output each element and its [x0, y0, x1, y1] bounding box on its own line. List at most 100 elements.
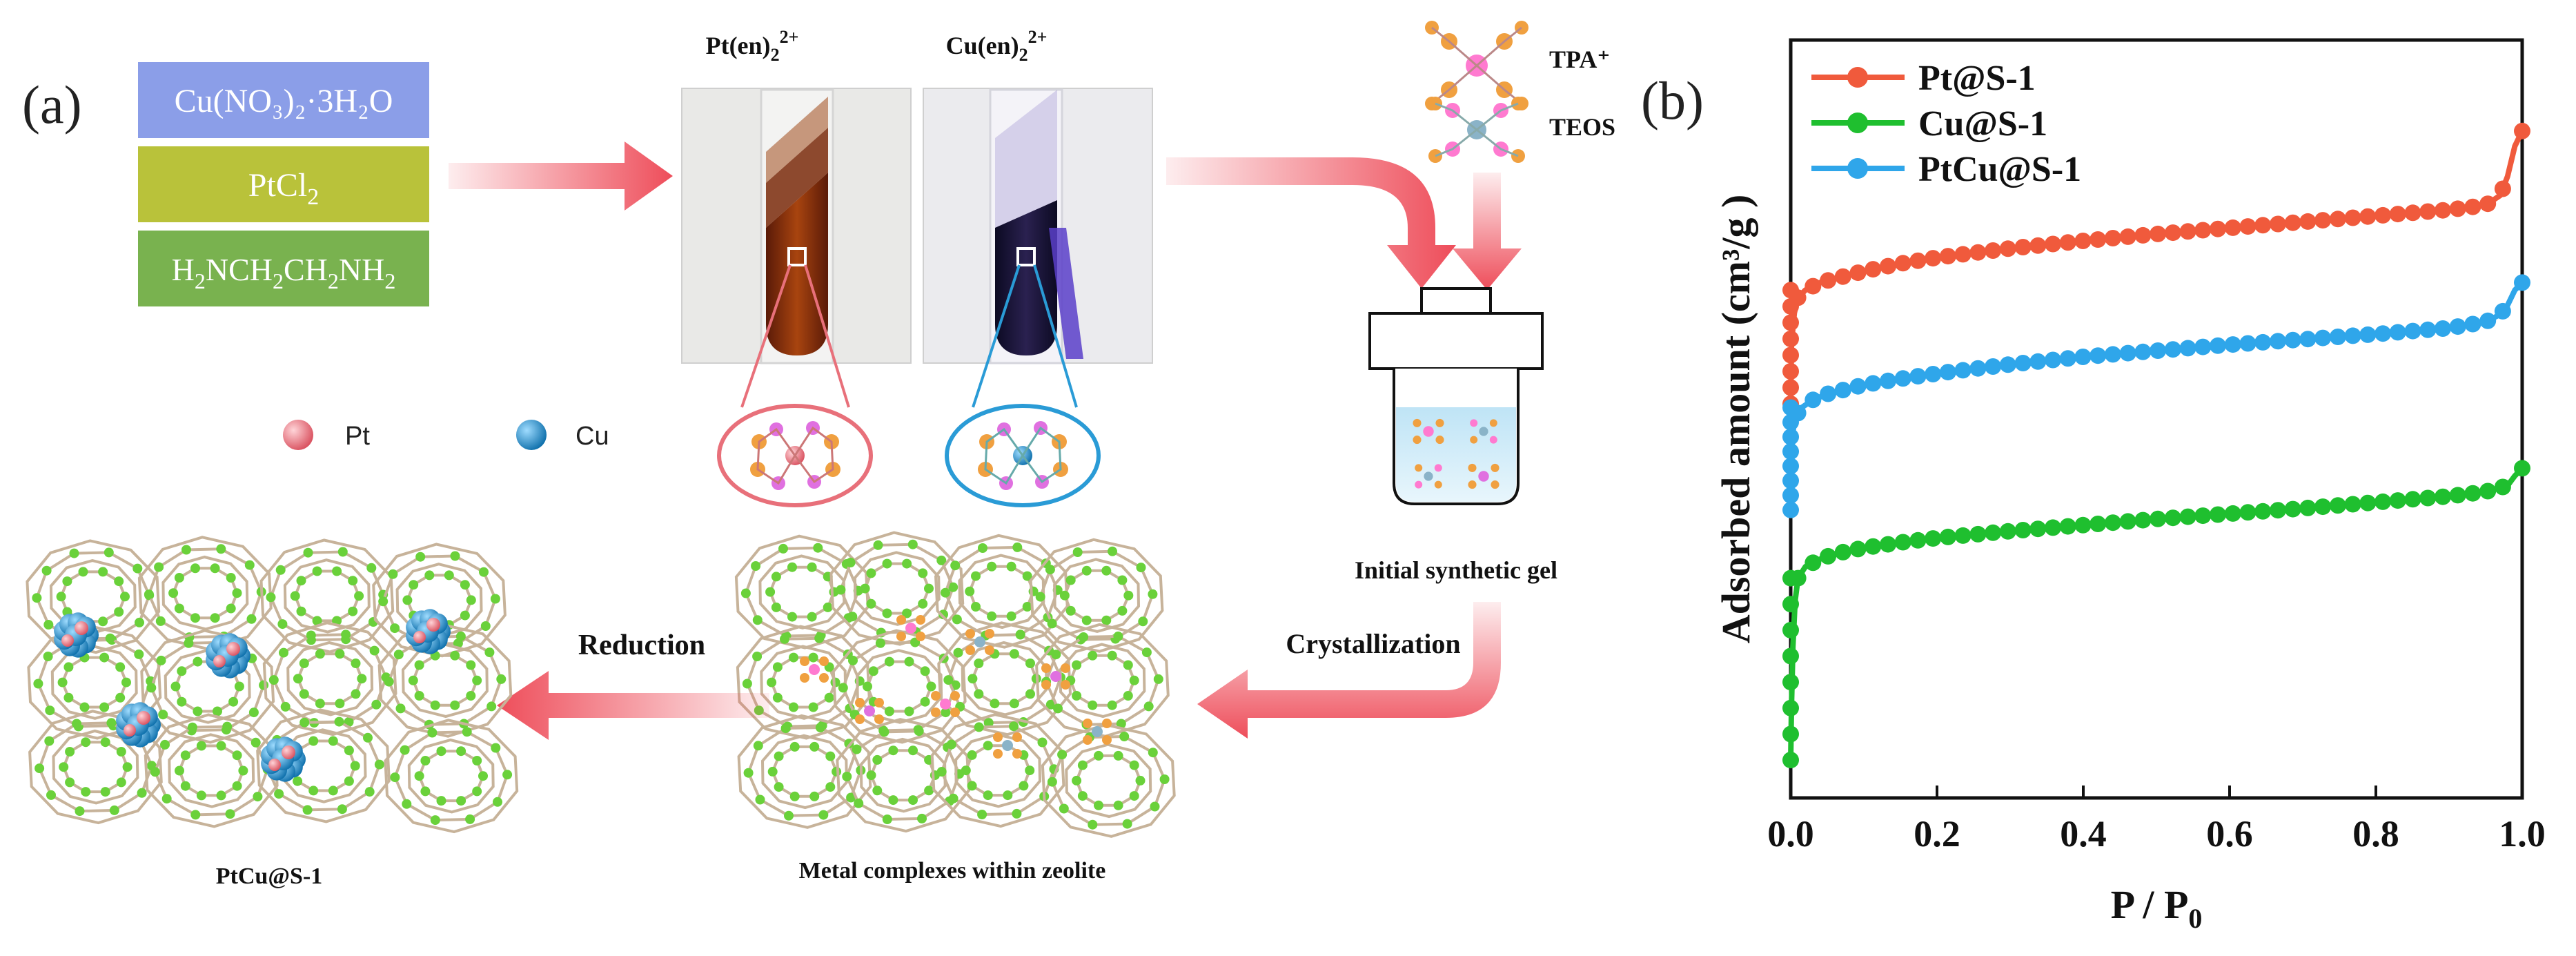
framework-node: [75, 806, 85, 817]
framework-node: [190, 810, 201, 820]
framework-node: [268, 675, 279, 685]
framework-ring: [1053, 558, 1141, 633]
framework-node: [155, 616, 166, 626]
framework-node: [778, 543, 788, 554]
data-point: [1999, 356, 2016, 373]
framework-node: [926, 681, 936, 692]
framework-node: [978, 543, 987, 553]
data-point: [2359, 494, 2377, 511]
framework-node: [465, 814, 475, 824]
framework-node: [1045, 565, 1055, 575]
framework-node: [904, 656, 914, 667]
data-point: [1849, 378, 1867, 395]
framework-node: [1022, 602, 1032, 612]
framework-node: [388, 569, 398, 579]
framework-node: [808, 652, 818, 663]
data-point: [2210, 506, 2226, 523]
framework-node: [190, 563, 200, 574]
framework-node: [1009, 721, 1019, 732]
pt-cluster-atom: [75, 621, 88, 635]
framework-node: [1072, 547, 1083, 557]
framework-node: [72, 719, 82, 729]
framework-node: [789, 791, 800, 801]
framework-node: [137, 788, 147, 798]
framework-node: [134, 649, 144, 659]
pt-en-molecule-icon: [750, 421, 840, 490]
data-point: [1805, 554, 1822, 572]
framework-node: [315, 649, 325, 659]
framework-node: [293, 776, 303, 786]
framework-node: [378, 596, 389, 607]
complex-ligand-atom: [874, 698, 884, 708]
framework-node: [116, 747, 126, 757]
reagent-box-ptcl2: [138, 146, 429, 222]
framework-node: [789, 652, 798, 663]
framework-node: [275, 565, 286, 575]
framework-node: [35, 763, 45, 774]
framework-node: [1135, 775, 1146, 786]
framework-node: [180, 781, 190, 791]
framework-node: [838, 683, 848, 693]
complex-ligand-atom: [1061, 663, 1070, 673]
framework-node: [1148, 748, 1158, 758]
framework-ring: [1050, 734, 1166, 826]
framework-node: [1107, 650, 1117, 661]
data-point: [2090, 347, 2107, 364]
framework-node: [752, 615, 763, 625]
data-point: [1834, 543, 1851, 560]
framework-node: [493, 797, 502, 807]
framework-node: [248, 708, 259, 718]
framework-node: [335, 649, 345, 659]
data-point: [1894, 534, 1911, 551]
cu-atom-legend-icon: [516, 420, 547, 450]
framework-node: [121, 677, 131, 687]
framework-node: [950, 560, 961, 571]
framework-ring: [153, 725, 269, 817]
framework-ring: [259, 538, 395, 654]
data-point: [2299, 499, 2317, 516]
framework-node: [302, 805, 313, 815]
pt-cluster-atom: [413, 631, 426, 643]
framework-node: [450, 551, 460, 561]
framework-node: [1148, 589, 1158, 599]
data-point: [2224, 336, 2241, 353]
data-point: [2375, 493, 2392, 510]
data-point: [1865, 261, 1882, 278]
framework-node: [472, 756, 482, 765]
data-point: [2404, 322, 2421, 340]
data-point: [2449, 200, 2466, 217]
complex-center-atom: [1002, 740, 1013, 751]
pt-atom-legend-icon: [283, 420, 313, 450]
framework-node: [472, 675, 482, 685]
framework-ring: [161, 555, 249, 631]
data-point: [2464, 315, 2481, 333]
framework-node: [337, 804, 347, 814]
framework-node: [787, 612, 797, 622]
framework-node: [1022, 571, 1032, 581]
framework-node: [977, 810, 987, 819]
framework-node: [299, 689, 309, 699]
complex-ligand-atom: [916, 632, 925, 641]
framework-node: [364, 787, 375, 797]
framework-node: [491, 743, 501, 753]
data-point: [2449, 487, 2466, 504]
data-point: [1834, 382, 1851, 399]
framework-node: [210, 563, 220, 574]
data-point: [1782, 752, 1799, 769]
data-point: [1985, 242, 2002, 259]
complex-ligand-atom: [1102, 719, 1112, 728]
arrow-to-vessel: [1166, 157, 1456, 289]
framework-node: [114, 576, 124, 587]
framework-node: [918, 568, 928, 578]
framework-node: [154, 562, 164, 572]
framework-node: [62, 576, 72, 587]
complex-ligand-atom: [985, 645, 994, 655]
framework-node: [332, 566, 342, 576]
framework-node: [308, 736, 319, 746]
data-point: [1969, 360, 1987, 377]
reagent-box-copper-nitrate: [138, 62, 429, 138]
data-point: [1789, 569, 1807, 587]
autoclave-vessel: [1368, 287, 1544, 505]
framework-node: [866, 770, 876, 781]
framework-ring: [758, 554, 846, 630]
